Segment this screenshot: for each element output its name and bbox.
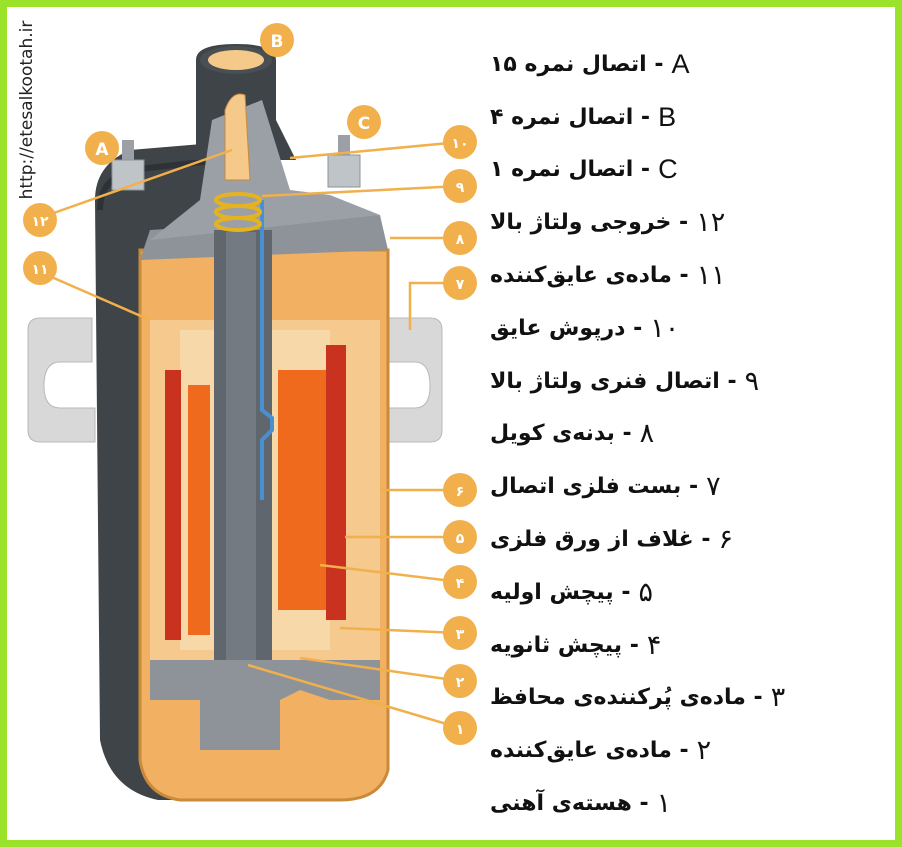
- badge-7: ۷: [443, 266, 477, 300]
- legend-key: ۶: [718, 524, 734, 555]
- legend-item: ۳ - ماده‌ی پُرکننده‌ی محافظ: [490, 672, 850, 725]
- legend-text: - پیچش اولیه: [490, 579, 631, 605]
- legend: A- اتصال نمره ۱۵ B- اتصال نمره ۴ C- اتصا…: [490, 38, 850, 830]
- badge-11: ۱۱: [23, 251, 57, 285]
- legend-text: - بست فلزی اتصال: [490, 474, 699, 500]
- legend-text: - پیچش ثانویه: [490, 632, 639, 658]
- svg-text:۱۲: ۱۲: [31, 214, 49, 230]
- legend-text: - ماده‌ی عایق‌کننده: [490, 738, 689, 764]
- legend-text: - درپوش عایق: [490, 315, 643, 341]
- badge-4: ۴: [443, 565, 477, 599]
- legend-item: C - اتصال نمره ۱: [490, 144, 850, 197]
- legend-text: - هسته‌ی آهنی: [490, 791, 649, 817]
- badge-8: ۸: [443, 221, 477, 255]
- legend-text: - ماده‌ی پُرکننده‌ی محافظ: [490, 685, 763, 711]
- terminal-a: [111, 140, 145, 191]
- badge-b: B: [260, 23, 294, 57]
- badge-10: ۱۰: [443, 125, 477, 159]
- legend-key: ۱۰: [650, 312, 680, 343]
- legend-item: B - اتصال نمره ۴: [490, 91, 850, 144]
- badge-2: ۲: [443, 664, 477, 698]
- svg-text:۴: ۴: [456, 576, 465, 592]
- legend-text: - اتصال فنری ولتاژ بالا: [490, 368, 737, 394]
- svg-text:B: B: [271, 32, 284, 52]
- legend-text: - غلاف از ورق فلزی: [490, 527, 711, 553]
- legend-key: ۳: [770, 682, 786, 713]
- svg-text:۱۰: ۱۰: [451, 136, 468, 152]
- legend-item: ۱۰ - درپوش عایق: [490, 302, 850, 355]
- secondary-winding-left: [188, 385, 210, 635]
- legend-item: ۱ - هسته‌ی آهنی: [490, 777, 850, 830]
- secondary-winding-right: [278, 370, 326, 610]
- legend-key: ۱۱: [696, 260, 726, 291]
- legend-item: ۲ - ماده‌ی عایق‌کننده: [490, 724, 850, 777]
- svg-text:۳: ۳: [456, 627, 465, 643]
- legend-key: ۱: [656, 788, 672, 819]
- legend-key: ۹: [744, 365, 760, 396]
- legend-key: ۷: [706, 471, 721, 502]
- svg-text:۹: ۹: [456, 180, 465, 196]
- legend-text: - خروجی ولتاژ بالا: [490, 210, 689, 236]
- legend-key: ۱۲: [696, 207, 726, 238]
- badge-1: ۱: [443, 711, 477, 745]
- legend-key: B: [658, 101, 677, 132]
- svg-text:۵: ۵: [456, 531, 465, 547]
- legend-text: - اتصال نمره ۱: [490, 157, 651, 183]
- spring-contact: [214, 192, 262, 232]
- badge-3: ۳: [443, 616, 477, 650]
- leader-lines: [39, 140, 461, 730]
- primary-winding-right: [326, 345, 346, 620]
- svg-text:A: A: [95, 140, 109, 160]
- legend-key: ۴: [646, 629, 662, 660]
- svg-text:۱: ۱: [456, 722, 465, 738]
- legend-text: - اتصال نمره ۱۵: [490, 51, 664, 77]
- badge-12: ۱۲: [23, 203, 57, 237]
- legend-item: ۵ - پیچش اولیه: [490, 566, 850, 619]
- hv-output: [224, 93, 251, 181]
- legend-item: ۶ - غلاف از ورق فلزی: [490, 513, 850, 566]
- legend-item: ۱۱ - ماده‌ی عایق‌کننده: [490, 249, 850, 302]
- legend-item: ۴ - پیچش ثانویه: [490, 619, 850, 672]
- svg-text:۱۱: ۱۱: [31, 262, 48, 278]
- legend-item: A - اتصال نمره ۱۵: [490, 38, 850, 91]
- badge-6: ۶: [443, 473, 477, 507]
- legend-text: - بدنه‌ی کویل: [490, 421, 632, 447]
- primary-winding-left: [165, 370, 181, 640]
- badge-5: ۵: [443, 520, 477, 554]
- terminal-c: [327, 135, 361, 188]
- legend-key: ۲: [696, 735, 712, 766]
- legend-item: ۹ - اتصال فنری ولتاژ بالا: [490, 355, 850, 408]
- badge-c: C: [347, 105, 381, 139]
- legend-key: ۵: [638, 576, 653, 607]
- svg-text:C: C: [358, 114, 370, 134]
- svg-text:۶: ۶: [456, 484, 465, 500]
- legend-item: ۱۲ - خروجی ولتاژ بالا: [490, 196, 850, 249]
- svg-text:۷: ۷: [456, 277, 465, 293]
- legend-text: - اتصال نمره ۴: [490, 104, 651, 130]
- legend-key: ۸: [639, 418, 655, 449]
- legend-item: ۷ - بست فلزی اتصال: [490, 460, 850, 513]
- svg-text:۲: ۲: [456, 675, 465, 691]
- badge-9: ۹: [443, 169, 477, 203]
- svg-text:۸: ۸: [456, 232, 465, 248]
- legend-item: ۸ - بدنه‌ی کویل: [490, 408, 850, 461]
- badge-a: A: [85, 131, 119, 165]
- legend-text: - ماده‌ی عایق‌کننده: [490, 263, 689, 289]
- legend-key: A: [671, 48, 690, 79]
- legend-key: C: [658, 154, 678, 185]
